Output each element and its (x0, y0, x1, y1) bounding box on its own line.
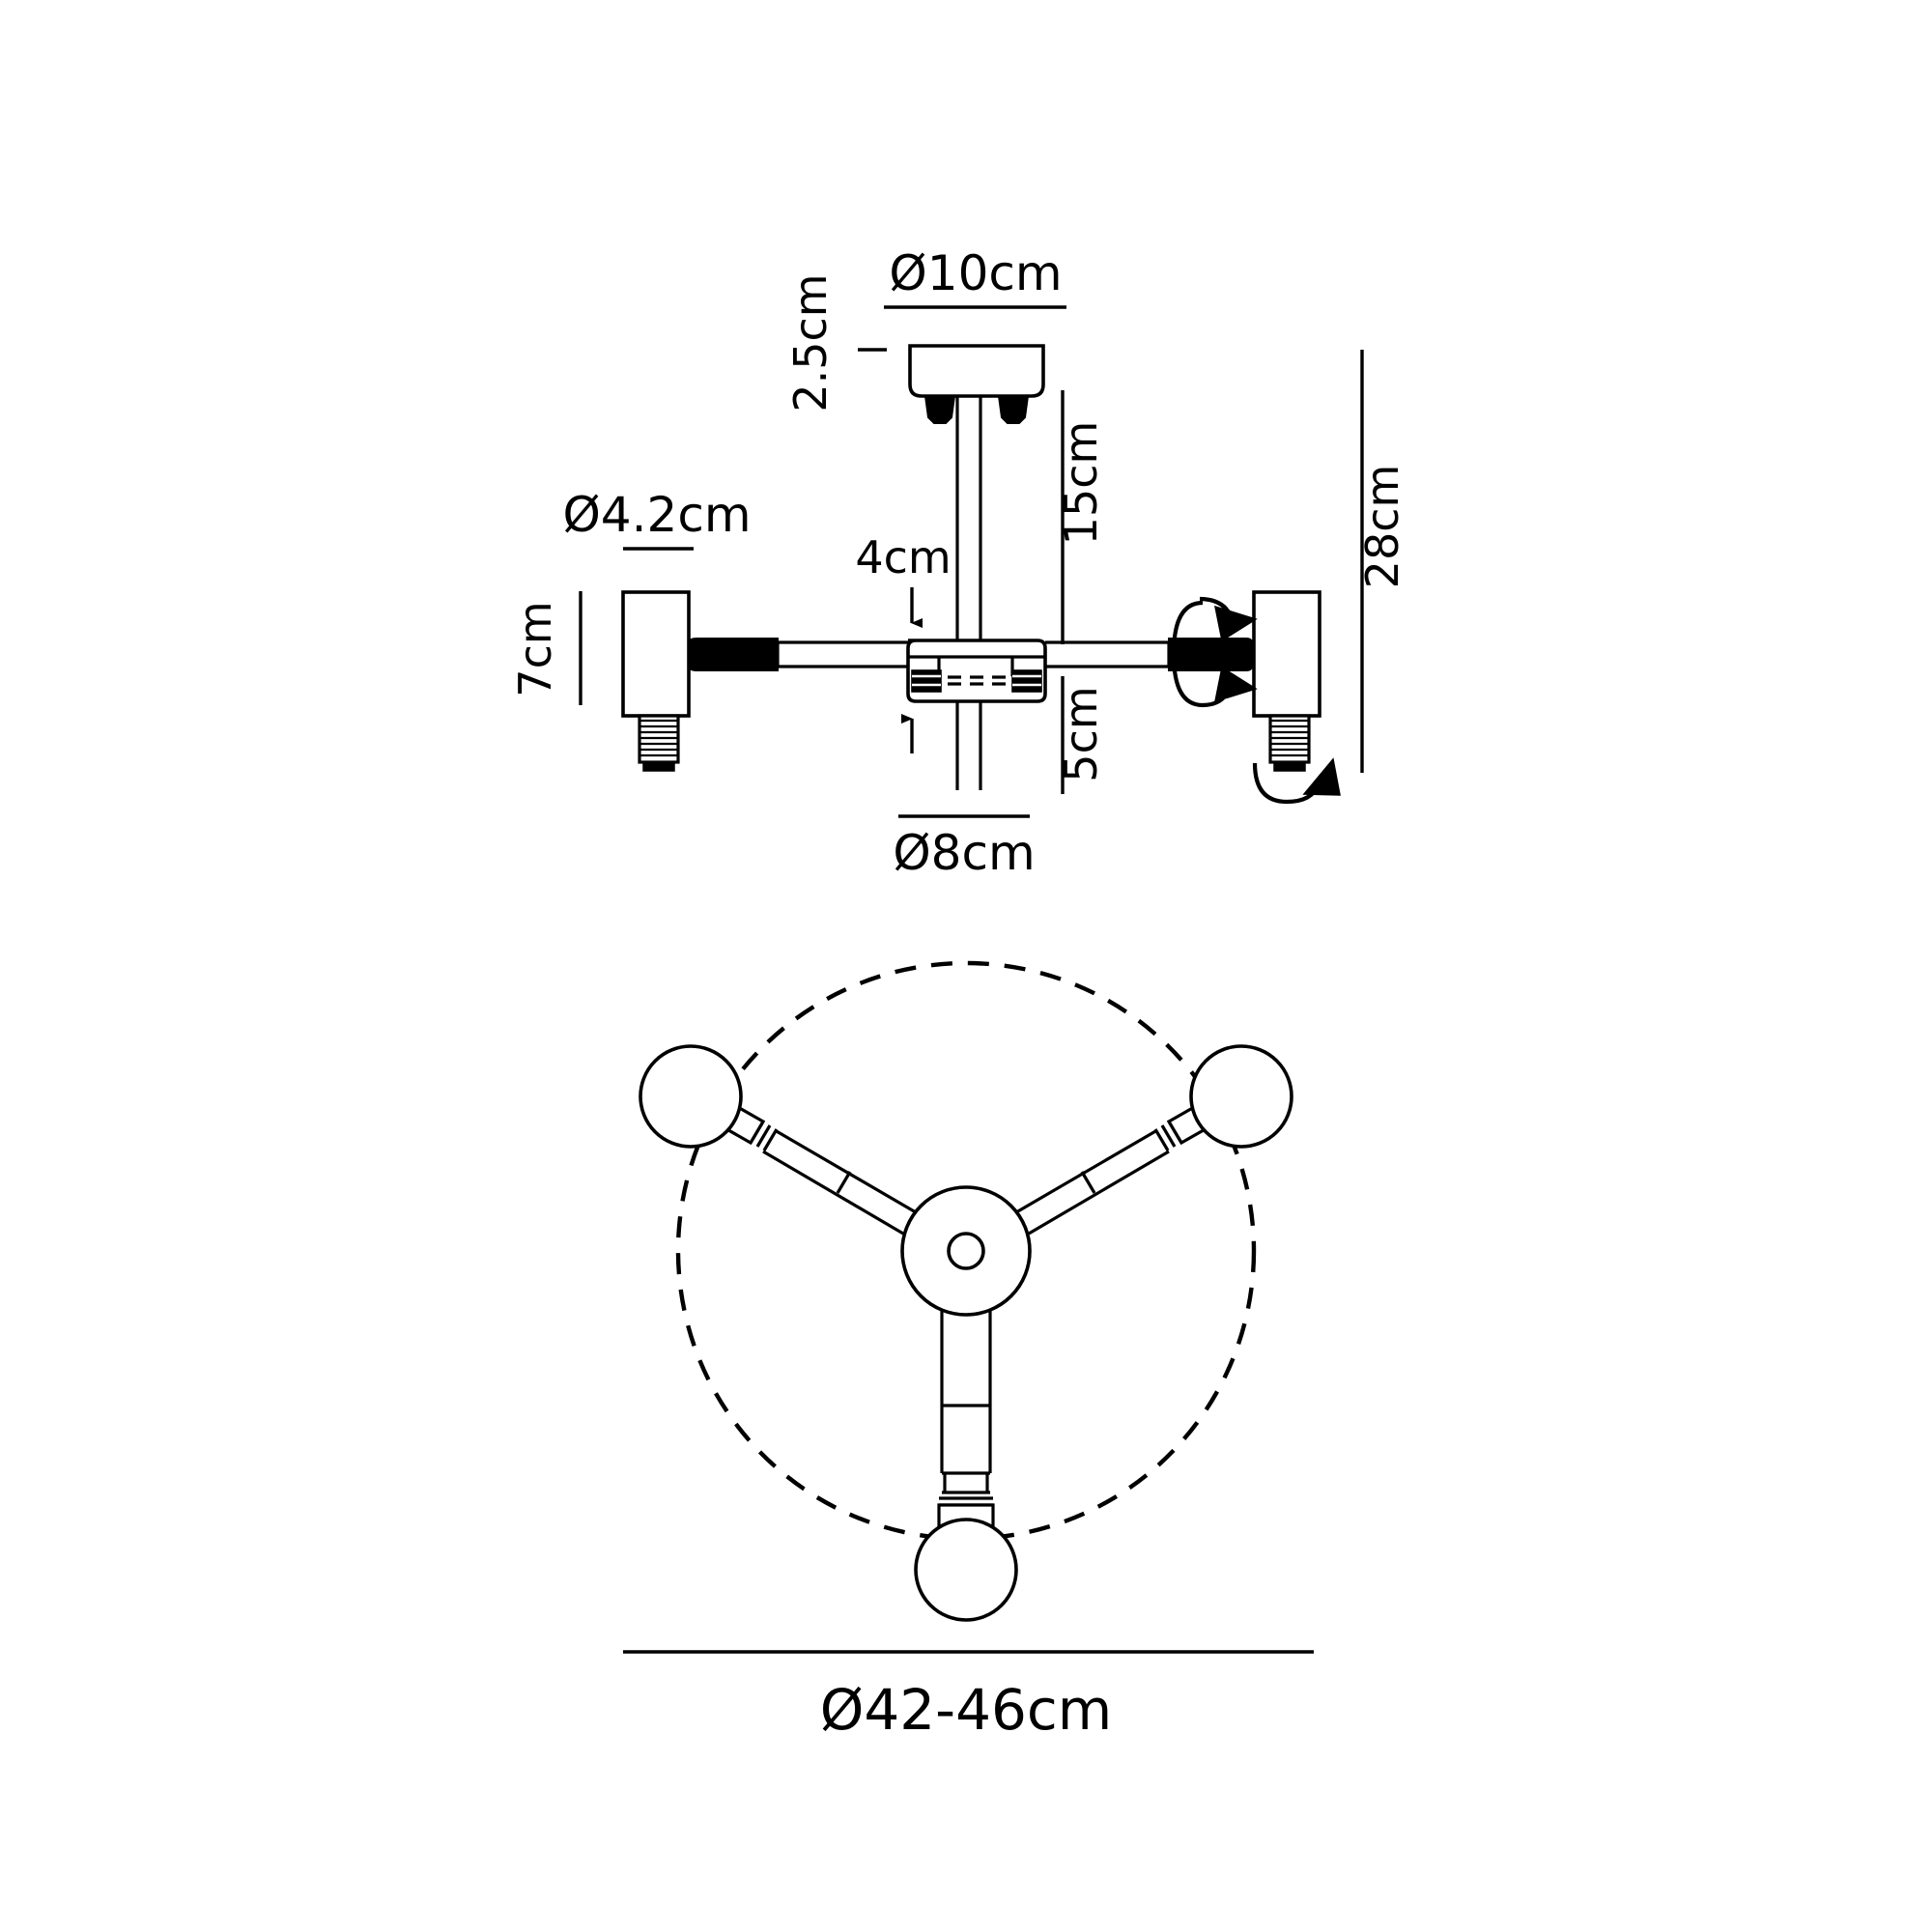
plan-arm-upper-right (1015, 1044, 1293, 1236)
lamp-head-left (621, 590, 691, 772)
lamp-socket-right (1268, 714, 1311, 772)
lamp-socket-left (638, 714, 680, 772)
label-shade-diameter: Ø4.2cm (562, 487, 751, 543)
label-canopy-diameter: Ø10cm (889, 245, 1062, 301)
label-total-height: 28cm (1356, 465, 1408, 589)
hub-terminal-right (1011, 669, 1042, 693)
plan-center-hub (900, 1185, 1032, 1317)
lamp-head-right (1252, 590, 1321, 772)
label-hub-offset: 4cm (855, 531, 951, 583)
label-swing-diameter: Ø42-46cm (820, 1677, 1113, 1743)
canopy-screw-left (923, 395, 956, 424)
canopy-screw-right (997, 395, 1030, 424)
arm-rotation-arrow (1171, 596, 1258, 708)
label-shade-height: 7cm (509, 601, 561, 696)
ceiling-canopy (908, 344, 1045, 398)
label-hub-to-bottom: 5cm (1055, 686, 1107, 781)
plan-arm-upper-left (639, 1044, 917, 1236)
arm-right (1045, 638, 1283, 671)
label-canopy-height: 2.5cm (784, 273, 837, 412)
label-hub-diameter: Ø8cm (893, 825, 1035, 881)
center-hub-block (906, 639, 1047, 703)
label-rod-length: 15cm (1055, 421, 1107, 546)
center-rod (955, 396, 982, 790)
plan-arm-lower (914, 1310, 1018, 1622)
hub-terminal-left (911, 669, 942, 693)
arm-left (657, 638, 908, 671)
head-swivel-arrow (1252, 757, 1341, 805)
hub-hidden-line (925, 675, 1028, 686)
